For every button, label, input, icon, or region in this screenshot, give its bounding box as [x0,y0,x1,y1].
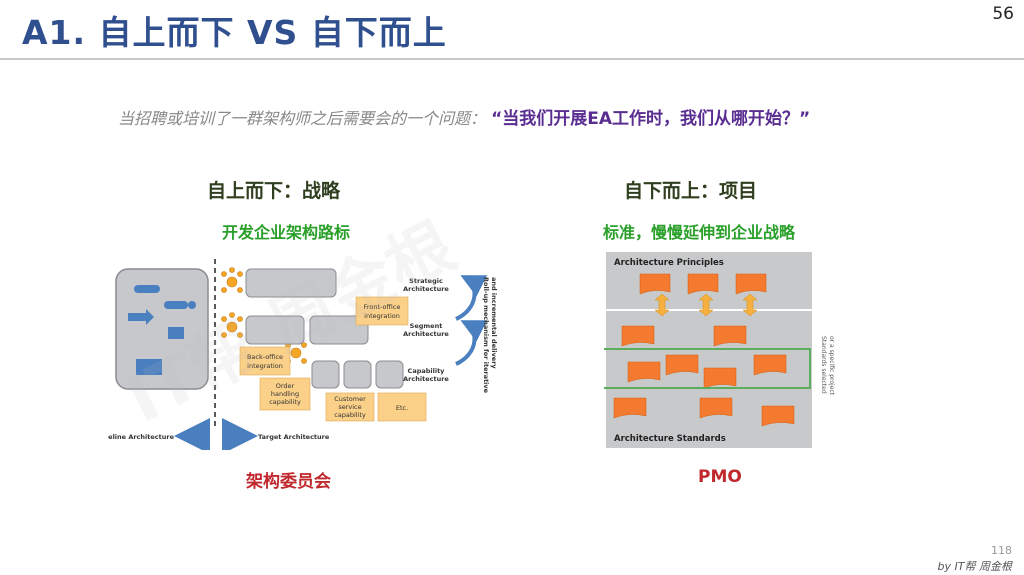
updown-arrow-icon [654,293,670,317]
principle-doc [687,273,719,295]
note-order-line2: handling [271,390,299,398]
standard-doc [713,325,747,347]
principle-doc [735,273,767,295]
segment-label-line1: Segment [410,322,443,330]
principle-doc [639,273,671,295]
title-divider [0,58,1024,60]
note-front-office [355,296,409,326]
note-back-office-line2: integration [247,362,283,370]
question-highlight: “当我们开展EA工作时，我们从哪开始？” [491,109,811,129]
project-selection-box [604,348,811,389]
standard-doc [627,361,661,383]
bottom-up-diagram: Architecture Principles Architecture Sta… [604,252,835,448]
top-down-diagram: Front-office integration Back-office int… [108,259,498,450]
note-back-office-line1: Back-office [247,353,283,361]
left-subheading: 开发企业架构路标 [222,223,351,242]
network-icon [221,312,243,338]
question-prefix: 当招聘或培训了一群架构师之后需要会的一个问题： [118,109,487,128]
note-back-office [239,346,291,376]
baseline-cube-icon [136,359,162,375]
note-customer-line2: service [338,403,361,411]
baseline-arrow-icon [128,309,154,325]
standard-doc [761,405,795,427]
segment-block [245,315,305,345]
note-etc [377,392,427,422]
side-note-line2: or a specific project [828,336,835,396]
network-icon [221,267,243,293]
note-customer-line3: capability [334,411,366,419]
slide-number: 118 [991,544,1012,557]
left-heading: 自上而下：战略 [207,180,341,202]
side-note-line1: Standards selected [820,336,827,394]
strategic-label-line2: Architecture [403,285,449,293]
baseline-shape [188,301,196,309]
standard-doc [699,397,733,419]
note-order-handling [259,377,311,411]
baseline-label: Baseline Architecture [108,433,175,441]
standard-doc [665,354,699,376]
page-number: 56 [992,4,1014,24]
capability-block [343,360,372,389]
standard-doc [613,397,647,419]
updown-arrow-icon [698,293,714,317]
capability-block [311,360,340,389]
target-label: Target Architecture [258,433,330,441]
capability-label-line2: Architecture [403,375,449,383]
note-front-office-line2: integration [364,312,400,320]
note-customer-line1: Customer [334,395,366,403]
left-footer: 架构委员会 [246,472,331,492]
principles-label: Architecture Principles [614,258,724,268]
capability-label-line1: Capability [408,367,446,375]
note-order-line1: Order [276,382,295,390]
right-heading: 自下而上：项目 [624,180,758,202]
note-customer-service [325,392,375,422]
updown-arrow-icon [742,293,758,317]
note-front-office-line1: Front-office [364,303,401,311]
rollup-arrow-icon [455,320,488,366]
baseline-shape [168,327,184,339]
segment-label-line2: Architecture [403,330,449,338]
baseline-shape [134,285,160,293]
note-order-line3: capability [269,398,301,406]
rollup-arrow-icon [455,275,488,321]
note-etc-label: Etc. [396,404,408,412]
byline: by IT帮 周金根 [937,560,1012,573]
rollup-label-line2: and incremental delivery [490,277,498,369]
segment-block [309,315,369,345]
page-title: A1. 自上而下 VS 自下而上 [22,13,447,52]
standard-doc [621,325,655,347]
question-line: 当招聘或培训了一群架构师之后需要会的一个问题： “当我们开展EA工作时，我们从哪… [118,104,810,129]
rollup-label-line1: Roll-up mechanism for iterative [482,277,490,394]
standards-label: Architecture Standards [614,434,726,444]
baseline-shape [164,301,188,309]
capability-block [375,360,404,389]
right-footer: PMO [698,467,742,487]
strategic-label-line1: Strategic [409,277,443,285]
standard-doc [753,354,787,376]
right-subheading: 标准，慢慢延伸到企业战略 [603,223,796,242]
strategic-block [245,268,337,298]
